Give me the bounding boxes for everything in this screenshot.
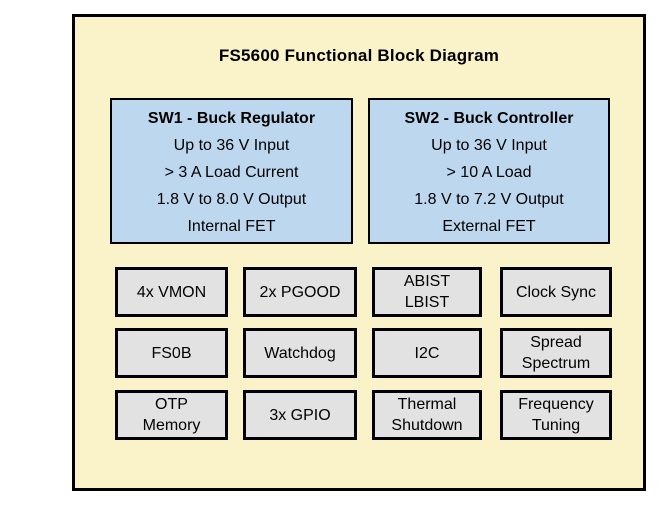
- sw1-load-spec: > 3 A Load Current: [164, 164, 299, 181]
- block-fs0b: FS0B: [115, 328, 228, 378]
- block-2x-pgood: 2x PGOOD: [243, 267, 357, 317]
- block-abist-lbist: ABIST LBIST: [372, 267, 482, 317]
- sw2-load-spec: > 10 A Load: [446, 164, 532, 181]
- diagram-title: FS5600 Functional Block Diagram: [218, 46, 500, 65]
- sw1-input-spec: Up to 36 V Input: [173, 137, 290, 154]
- block-3x-gpio: 3x GPIO: [243, 390, 357, 440]
- sw2-buck-controller-block: SW2 - Buck Controller Up to 36 V Input >…: [368, 98, 610, 244]
- block-clock-sync: Clock Sync: [500, 267, 612, 317]
- sw2-input-spec: Up to 36 V Input: [431, 137, 547, 154]
- sw1-fet-spec: Internal FET: [187, 218, 276, 235]
- block-watchdog: Watchdog: [243, 328, 357, 378]
- block-otp-memory: OTP Memory: [115, 390, 228, 440]
- block-frequency-tuning: Frequency Tuning: [500, 390, 612, 440]
- sw2-output-spec: 1.8 V to 7.2 V Output: [414, 191, 564, 208]
- block-thermal-shutdown: Thermal Shutdown: [372, 390, 482, 440]
- sw1-title: SW1 - Buck Regulator: [147, 110, 316, 127]
- block-i2c: I2C: [372, 328, 482, 378]
- block-4x-vmon: 4x VMON: [115, 267, 228, 317]
- block-spread-spectrum: Spread Spectrum: [500, 328, 612, 378]
- sw1-output-spec: 1.8 V to 8.0 V Output: [156, 191, 307, 208]
- block-diagram-frame: FS5600 Functional Block Diagram SW1 - Bu…: [72, 14, 646, 491]
- sw2-fet-spec: External FET: [442, 218, 536, 235]
- sw1-buck-regulator-block: SW1 - Buck Regulator Up to 36 V Input > …: [110, 98, 353, 244]
- sw2-title: SW2 - Buck Controller: [404, 110, 574, 127]
